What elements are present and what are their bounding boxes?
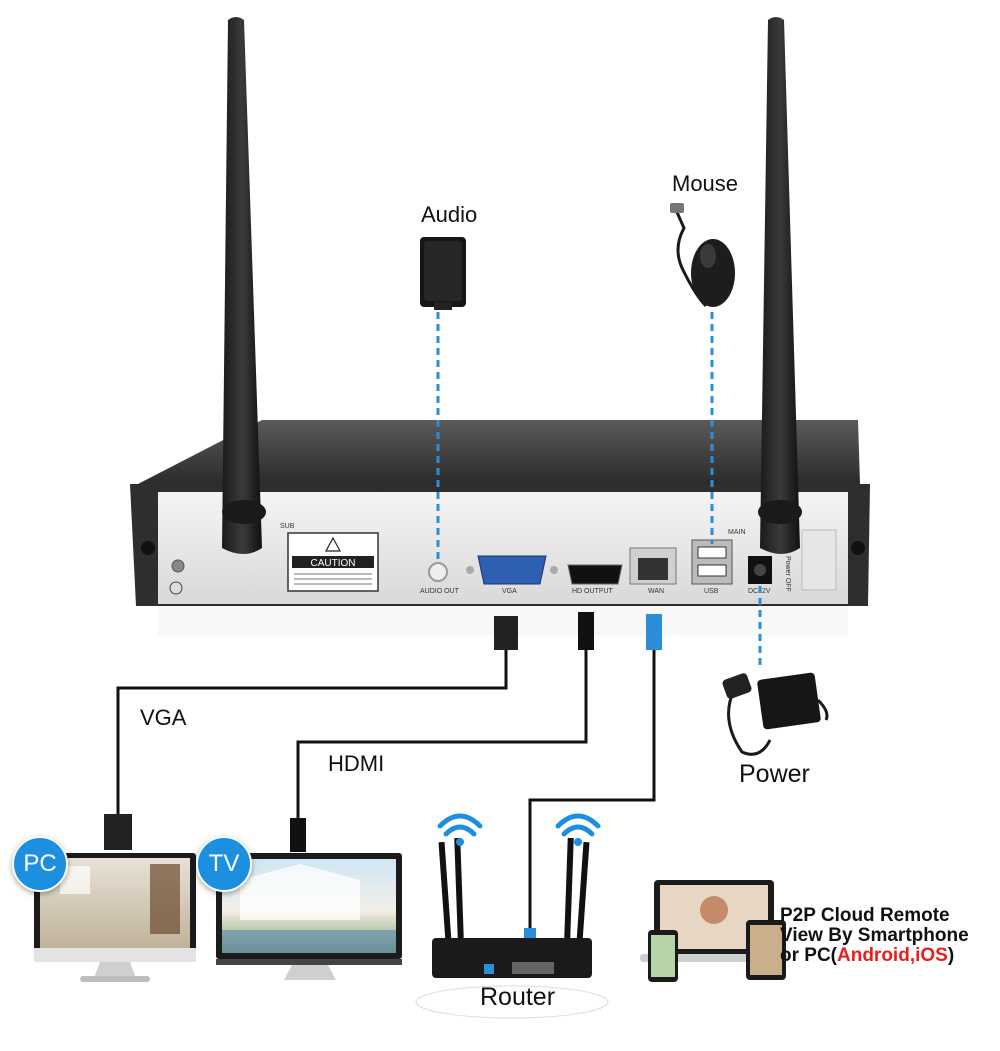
pc-badge: PC	[12, 836, 68, 892]
hdmi-cable	[296, 650, 588, 822]
tablet-device	[746, 920, 786, 980]
nvr-recorder: CAUTION SUB MAIN AUDIO OUT VGA HD OUTPUT…	[130, 420, 870, 636]
tv-badge: TV	[196, 836, 252, 892]
hdmi-label: HDMI	[328, 751, 385, 776]
hd-output-label: HD OUTPUT	[572, 588, 614, 595]
laptop-device	[640, 880, 788, 962]
screw-right	[851, 541, 865, 555]
router-label: Router	[480, 983, 556, 1011]
ground-screw	[171, 559, 185, 573]
p2p-platforms: Android,iOS	[837, 945, 948, 966]
screw-left	[141, 541, 155, 555]
blank-plate	[801, 529, 837, 591]
p2p-line-3-prefix: or PC(	[780, 945, 837, 966]
antenna-right	[758, 17, 802, 554]
network-cable	[528, 650, 656, 932]
hdmi-port	[567, 564, 623, 585]
p2p-line-2: View By Smartphone	[780, 925, 969, 946]
vga-cable	[116, 650, 508, 818]
antenna-left	[222, 17, 266, 554]
vga-plug	[494, 616, 518, 650]
antenna-sub-label: SUB	[280, 523, 295, 530]
p2p-line-3: or PC(Android,iOS)	[780, 946, 969, 966]
audio-label: Audio	[421, 202, 478, 227]
wifi-icon-right	[555, 813, 601, 846]
hdmi-plug	[578, 612, 594, 650]
audio-out-label: AUDIO OUT	[420, 588, 460, 595]
audio-out-port	[428, 562, 448, 582]
p2p-caption: P2P Cloud Remote View By Smartphone or P…	[780, 906, 969, 966]
mouse-label: Mouse	[672, 171, 739, 196]
power-off-label: Power OFF	[784, 556, 791, 592]
nvr-top-cover	[138, 420, 860, 484]
power-adapter-icon	[722, 672, 829, 756]
vga-port-label: VGA	[502, 588, 517, 595]
vga-plug-pc	[104, 814, 132, 850]
ground-symbol	[169, 581, 183, 595]
speaker-icon	[420, 237, 466, 310]
power-label: Power	[739, 760, 810, 788]
wifi-icon-left	[437, 813, 483, 846]
router-device	[415, 837, 609, 1019]
antenna-main-label: MAIN	[728, 529, 746, 536]
mouse-icon	[670, 203, 735, 308]
wan-label: WAN	[648, 588, 664, 595]
tv-monitor	[216, 853, 402, 980]
vga-label: VGA	[140, 705, 187, 730]
hdmi-plug-tv	[290, 818, 306, 852]
nvr-rear-panel	[158, 492, 848, 604]
p2p-line-3-suffix: )	[947, 945, 955, 966]
ethernet-plug	[646, 614, 662, 650]
usb-label: USB	[704, 588, 719, 595]
caution-text: CAUTION	[311, 558, 356, 569]
vga-port	[466, 555, 558, 585]
p2p-line-1: P2P Cloud Remote	[780, 905, 950, 926]
caution-label: CAUTION	[287, 532, 379, 592]
smartphone-device	[648, 930, 678, 982]
